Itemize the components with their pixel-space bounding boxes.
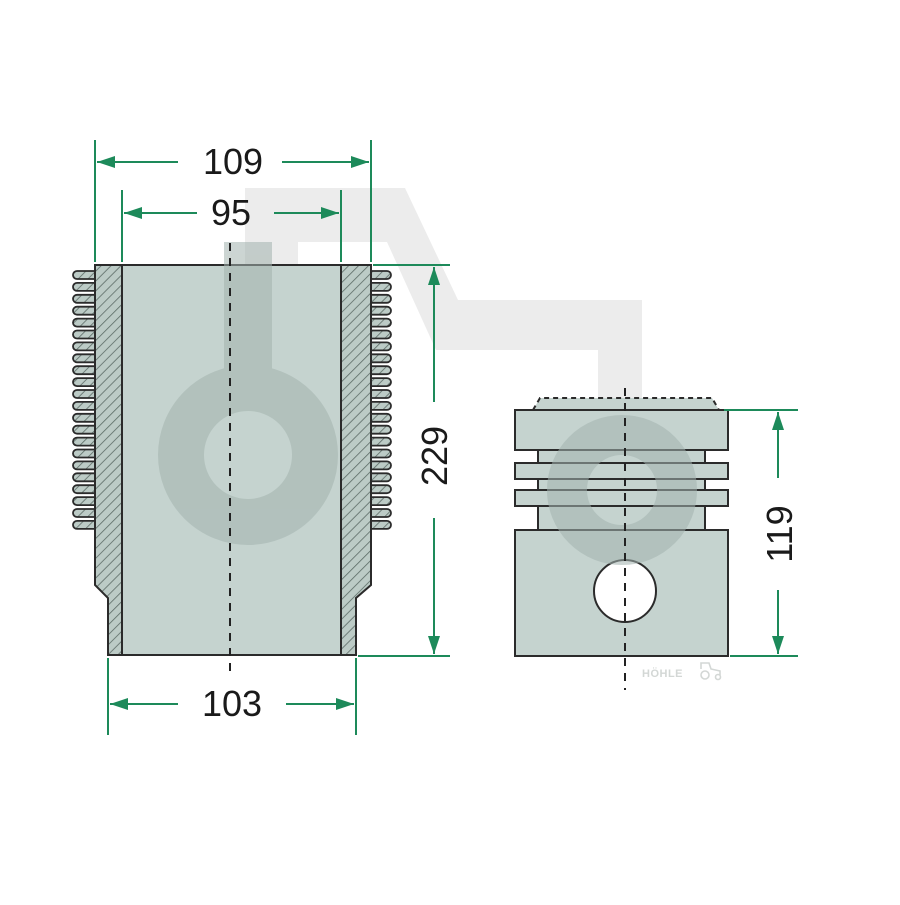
brand-text: HÖHLE [642, 667, 683, 680]
label-liner-length: 229 [414, 426, 455, 486]
dimension-outer-diameter: 109 [94, 140, 372, 262]
liner-wall-right [340, 264, 372, 656]
dimension-piston-height: 119 [724, 409, 800, 657]
piston-ring-1 [514, 462, 729, 480]
watermark-logo [245, 188, 642, 440]
label-piston-height: 119 [759, 505, 800, 562]
dimension-liner-length: 229 [358, 264, 455, 657]
label-outer-diameter: 109 [203, 141, 263, 182]
watermark-bracket [245, 188, 642, 440]
label-collar-diameter: 103 [202, 683, 262, 724]
dimension-bore: 95 [121, 190, 342, 262]
watermark-ring-small [547, 415, 697, 565]
dimension-collar-diameter: 103 [107, 658, 357, 735]
tractor-icon [700, 662, 722, 681]
liner-wall-left [94, 264, 123, 656]
label-bore: 95 [211, 192, 251, 233]
brand-logo: HÖHLE [642, 662, 722, 681]
watermark-ring-large [158, 242, 338, 545]
